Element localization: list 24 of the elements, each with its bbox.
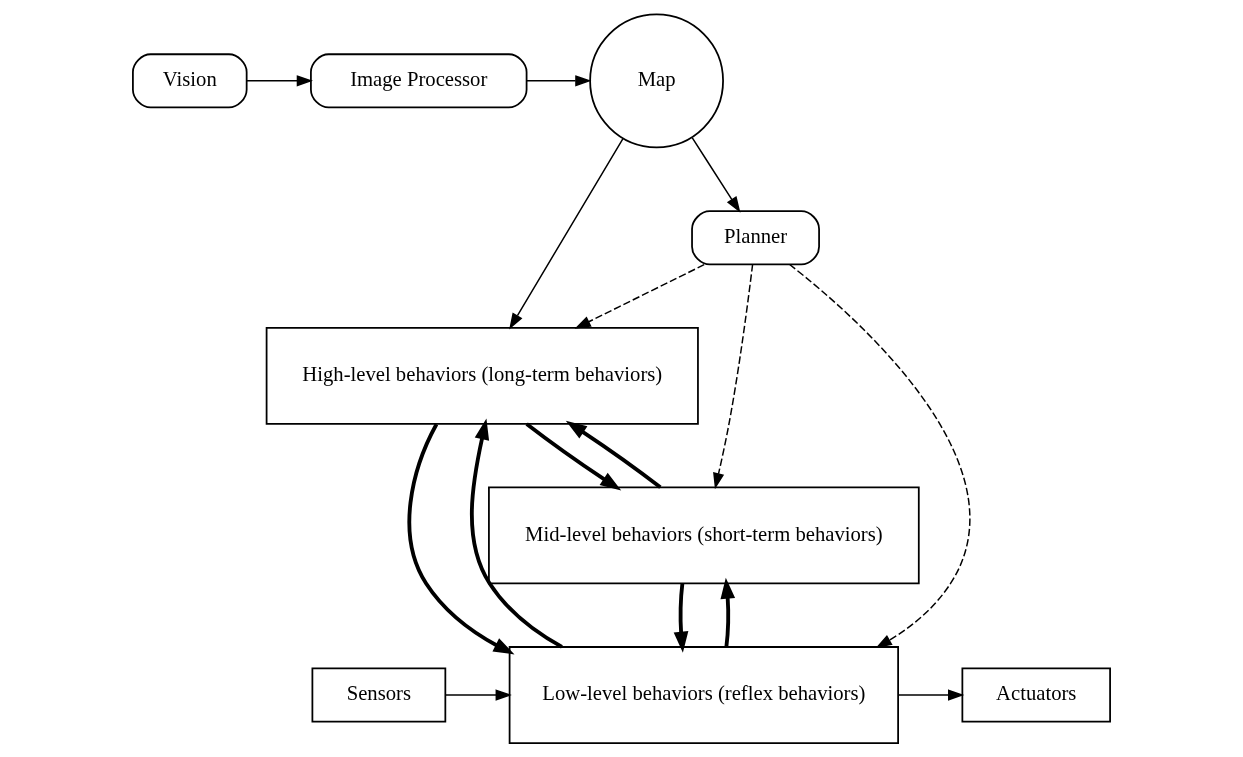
arrow xyxy=(713,263,754,490)
node-box: Actuators xyxy=(961,667,1111,723)
arrow xyxy=(444,689,512,701)
arrow xyxy=(525,422,622,491)
arrow xyxy=(469,418,563,649)
arrow xyxy=(691,137,741,213)
arrow xyxy=(574,263,705,329)
arrow xyxy=(897,689,965,701)
arrow xyxy=(407,423,515,655)
node-box: Vision xyxy=(132,53,248,109)
arrow xyxy=(526,75,592,87)
node-circle: Map xyxy=(589,13,724,149)
arrow xyxy=(246,75,313,87)
node-box: Planner xyxy=(691,210,820,266)
arrow xyxy=(509,137,624,330)
node-box: Mid-level behaviors (short-term behaviors) xyxy=(488,486,920,585)
arrow xyxy=(673,583,689,653)
arrow xyxy=(720,577,736,648)
node-box: Sensors xyxy=(311,667,447,723)
node-box: Low-level behaviors (reflex behaviors) xyxy=(508,646,899,744)
arrow xyxy=(788,263,971,649)
node-box: High-level behaviors (long-term behaviors) xyxy=(265,327,699,425)
arrow xyxy=(565,420,662,489)
node-box: Image Processor xyxy=(310,53,528,109)
